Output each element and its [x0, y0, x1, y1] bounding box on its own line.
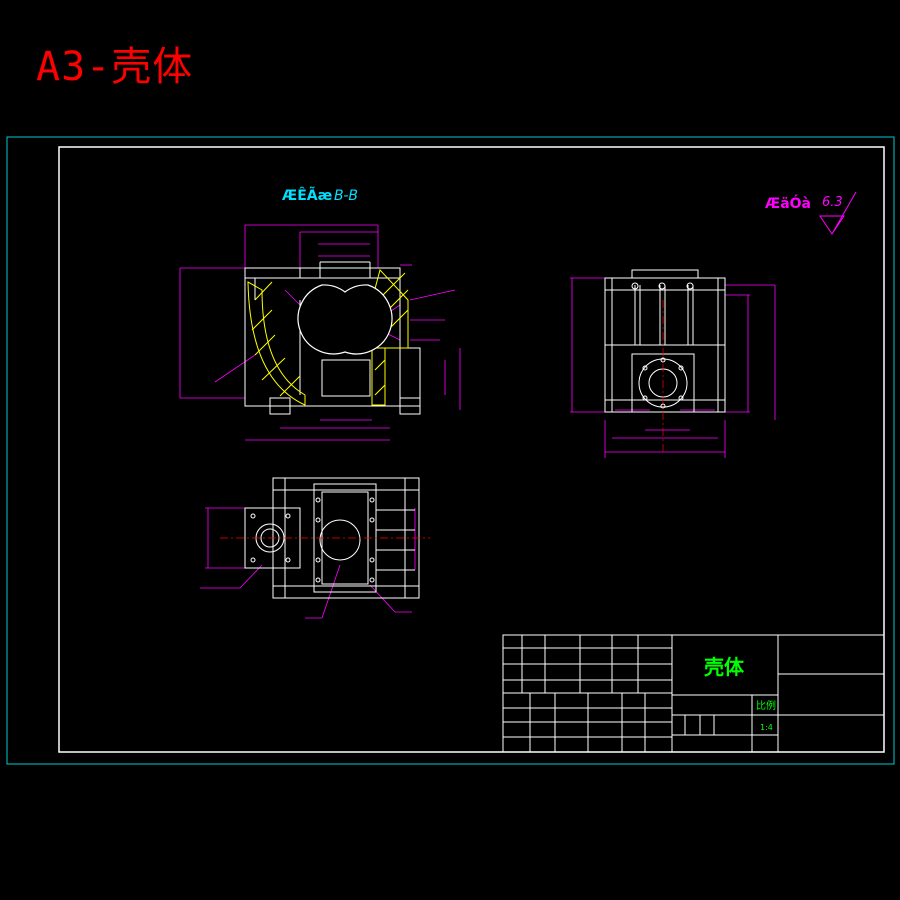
top-view — [200, 477, 430, 619]
roughness-title-garbled: ÆäÓà — [765, 194, 811, 212]
section-hatching — [247, 268, 409, 406]
side-view: ÆäÓà 6.3 — [570, 191, 857, 458]
part-name: 壳体 — [703, 655, 745, 679]
top-dimensions — [200, 507, 416, 619]
section-view-bb: ÆÊÃæ B-B — [179, 187, 461, 441]
outer-frame — [6, 136, 895, 765]
title-block-grid — [502, 634, 885, 753]
side-dimensions — [570, 277, 776, 458]
inner-border — [58, 146, 885, 753]
scale-value: 1:4 — [760, 723, 773, 732]
section-twin-bores — [297, 284, 393, 355]
roughness-symbol — [819, 191, 857, 235]
roughness-value: 6.3 — [822, 195, 843, 210]
section-body-outline — [244, 261, 421, 415]
scale-label: 比例 — [756, 699, 776, 712]
side-body-outline — [604, 269, 726, 413]
section-label: B-B — [334, 188, 358, 204]
section-title-garbled: ÆÊÃæ — [282, 187, 332, 204]
drawing-title: A3-壳体 — [36, 44, 194, 90]
